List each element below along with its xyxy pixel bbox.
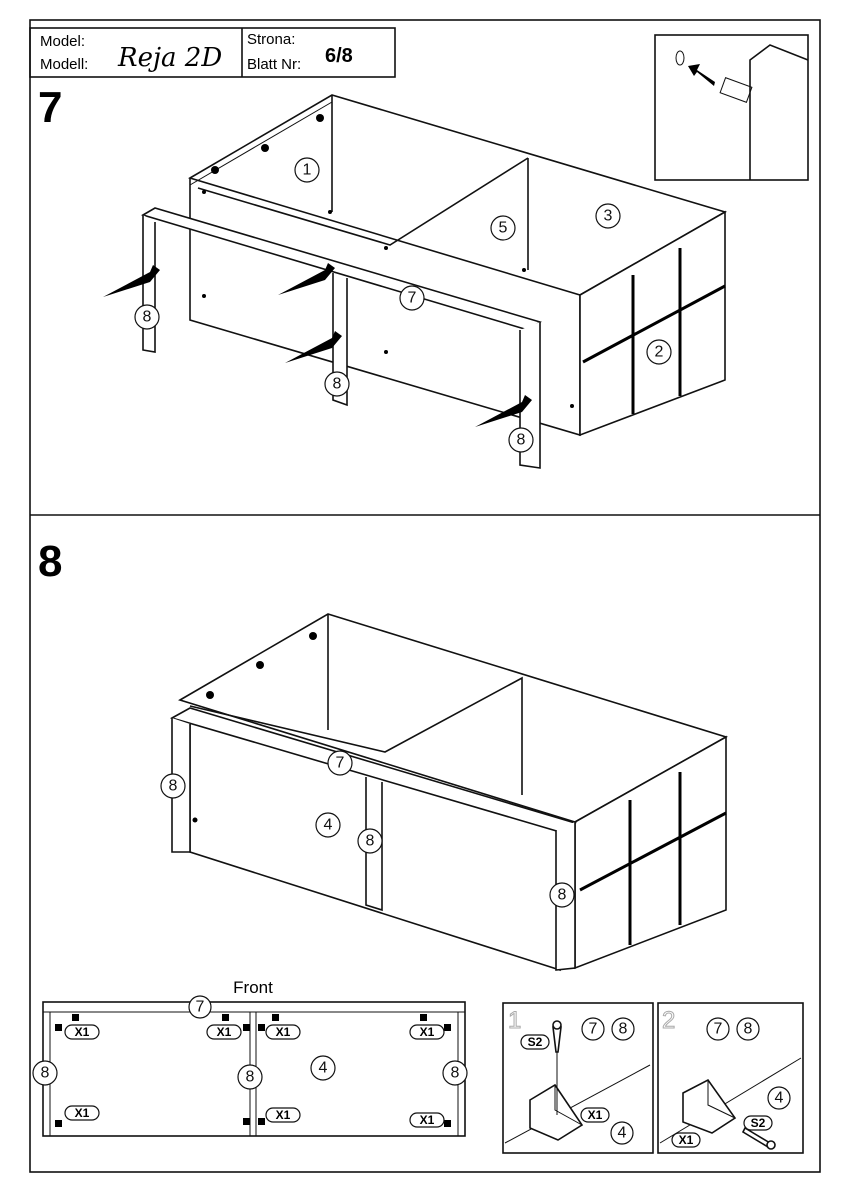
label-text: 1 (303, 162, 312, 179)
screw-icon (552, 1026, 562, 1053)
label-text: 8 (169, 778, 178, 795)
label-text: 2 (655, 344, 664, 361)
label-text: X1 (420, 1113, 435, 1127)
label-text: 4 (618, 1125, 627, 1142)
label-text: 8 (517, 432, 526, 449)
step-8-number: 8 (38, 537, 62, 586)
label-text: 8 (619, 1021, 628, 1038)
label-text: 8 (366, 833, 375, 850)
label-text: 8 (558, 887, 567, 904)
label-text: 8 (333, 376, 342, 393)
page-number: 6/8 (325, 45, 353, 67)
label-text: X1 (588, 1108, 603, 1122)
page-label-pl: Strona: (247, 31, 295, 48)
detail-panel-2: 2 S2 X1 7 8 4 (657, 1002, 804, 1154)
label-text: X1 (75, 1025, 90, 1039)
screw-icon (741, 1126, 772, 1149)
label-text: 7 (336, 755, 345, 772)
label-text: 7 (408, 290, 417, 307)
page-label-de: Blatt Nr: (247, 56, 301, 73)
step8-callouts: 7 8 4 8 8 (160, 750, 575, 908)
label-text: X1 (679, 1133, 694, 1147)
label-text: 3 (604, 208, 613, 225)
front-label: Front (233, 978, 273, 997)
label-text: 4 (319, 1060, 328, 1077)
page-border (29, 19, 821, 1173)
label-text: 8 (744, 1021, 753, 1038)
model-name: Reja 2D (117, 43, 222, 73)
detail-panel-1: 1 S2 X1 7 8 4 (502, 1002, 654, 1154)
plan-view: Front 7 X1 X1 X1 X1 X1 X1 X1 8 8 8 4 (32, 978, 468, 1137)
label-text: 2 (662, 1007, 675, 1034)
label-text: X1 (217, 1025, 232, 1039)
label-text: X1 (276, 1025, 291, 1039)
dowel-detail-inset (654, 34, 809, 181)
label-text: S2 (751, 1116, 766, 1130)
label-text: 7 (196, 999, 205, 1016)
cabinet-step8 (169, 613, 729, 972)
model-label-pl: Model: (40, 33, 85, 50)
label-text: 8 (143, 309, 152, 326)
label-text: X1 (276, 1108, 291, 1122)
step-7-number: 7 (38, 83, 62, 132)
label-text: 5 (499, 220, 508, 237)
label-text: 4 (324, 817, 333, 834)
step7-callouts: 1 5 3 7 2 8 8 8 (134, 157, 672, 453)
header-box: Model: Modell: Reja 2D Strona: Blatt Nr:… (29, 27, 396, 78)
label-text: 4 (775, 1090, 784, 1107)
cabinet-step7 (103, 94, 728, 469)
label-text: 8 (246, 1069, 255, 1086)
arrow-icon (103, 263, 532, 427)
label-text: 8 (451, 1065, 460, 1082)
label-text: 8 (41, 1065, 50, 1082)
fitting-x1-labels: X1 X1 X1 X1 X1 X1 X1 (64, 1024, 445, 1128)
label-text: X1 (75, 1106, 90, 1120)
label-text: 1 (508, 1007, 521, 1034)
model-label-de: Modell: (40, 56, 88, 73)
label-text: S2 (528, 1035, 543, 1049)
label-text: 7 (589, 1021, 598, 1038)
label-text: 7 (714, 1021, 723, 1038)
arrow-icon (688, 64, 715, 86)
label-text: X1 (420, 1025, 435, 1039)
